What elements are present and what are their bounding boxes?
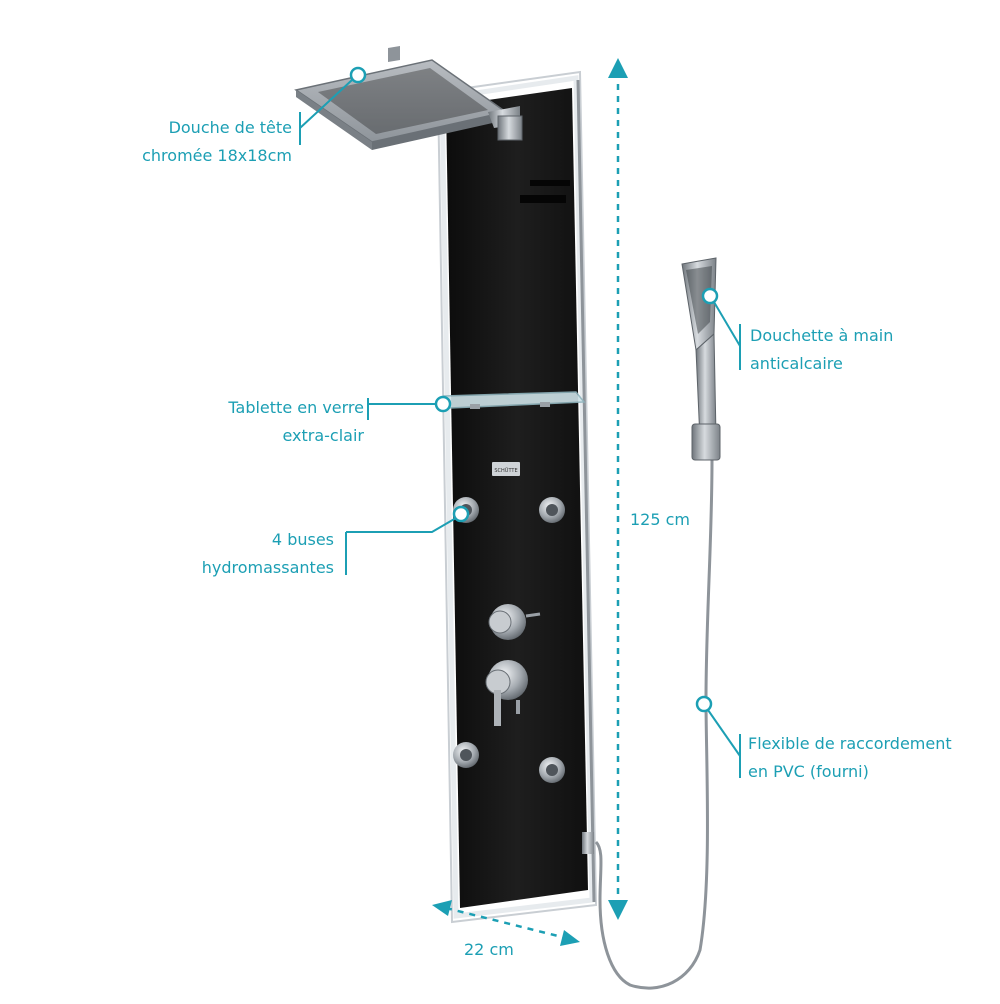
callout-shelf-line2: extra-clair <box>282 426 364 445</box>
height-dimension-label: 125 cm <box>630 510 691 529</box>
hand-shower-holder <box>691 423 721 461</box>
mixer-lever <box>494 690 501 726</box>
black-glass-panel <box>446 88 588 908</box>
panel-slot <box>520 195 566 203</box>
callout-hose-line2: en PVC (fourni) <box>748 762 869 781</box>
hand-shower-nozzles <box>686 266 712 334</box>
height-arrow-bottom <box>608 900 628 920</box>
callout-shelf: Tablette en verre extra-clair <box>228 394 364 450</box>
shower-column <box>436 70 598 924</box>
diverter-tick <box>525 612 541 618</box>
hand-shower <box>681 257 721 461</box>
callout-hose: Flexible de raccordement en PVC (fourni) <box>748 730 952 786</box>
brand-plate-text: SCHÜTTE <box>494 467 517 474</box>
width-dimension-line <box>445 906 567 940</box>
shower-head <box>294 46 523 150</box>
width-arrow-left <box>432 900 452 916</box>
dot-jets <box>452 505 470 523</box>
leader-hand-shower <box>713 301 741 347</box>
width-dimension <box>432 900 580 946</box>
callout-shower-head-line1: Douche de tête <box>168 118 292 137</box>
panel-slot <box>530 180 570 186</box>
dot-shower-head <box>349 66 367 84</box>
mixer-controls <box>485 604 541 726</box>
leader-jets <box>346 517 457 533</box>
callout-jets-line1: 4 buses <box>271 530 334 549</box>
shelf-clip <box>540 402 550 407</box>
callout-jets: 4 buses hydromassantes <box>202 526 334 582</box>
width-arrow-right <box>560 930 580 946</box>
chrome-edge <box>576 79 596 903</box>
hose-assembly <box>582 459 714 990</box>
dot-shelf <box>434 395 452 413</box>
width-dimension-label: 22 cm <box>464 940 514 959</box>
arm-bracket <box>497 115 523 141</box>
height-dimension <box>608 58 628 920</box>
glass-frame-edge <box>439 75 595 919</box>
callout-hand-shower: Douchette à main anticalcaire <box>750 322 893 378</box>
callout-hand-shower-line1: Douchette à main <box>750 326 894 345</box>
height-arrow-top <box>608 58 628 78</box>
brand-plate: SCHÜTTE <box>492 462 520 476</box>
callout-jets-line2: hydromassantes <box>201 558 334 577</box>
head-plate-edge <box>372 112 506 150</box>
callout-shelf-line1: Tablette en verre <box>228 398 364 417</box>
callout-shower-head-line2: chromée 18x18cm <box>142 146 292 165</box>
dot-hose <box>695 695 713 713</box>
mixer-indicator <box>516 700 520 714</box>
hose-outlet <box>582 832 594 854</box>
leader-lines <box>299 79 741 778</box>
brand-plate-bg <box>492 462 520 476</box>
callout-hand-shower-line2: anticalcaire <box>750 354 843 373</box>
jet <box>539 497 565 523</box>
head-pivot <box>388 46 400 62</box>
jet <box>539 757 565 783</box>
dot-hand-shower <box>701 287 719 305</box>
leader-hose <box>707 709 741 757</box>
jet <box>453 742 479 768</box>
callout-shower-head: Douche de tête chromée 18x18cm <box>142 114 292 170</box>
pvc-hose <box>594 459 714 990</box>
nozzle-area <box>318 68 488 134</box>
leader-dots <box>349 66 719 713</box>
callout-hose-line1: Flexible de raccordement <box>748 734 952 753</box>
leader-shower-head <box>299 79 353 129</box>
diverter-cap <box>488 610 512 634</box>
head-plate-side <box>296 90 372 150</box>
shelf-clip <box>470 404 480 409</box>
